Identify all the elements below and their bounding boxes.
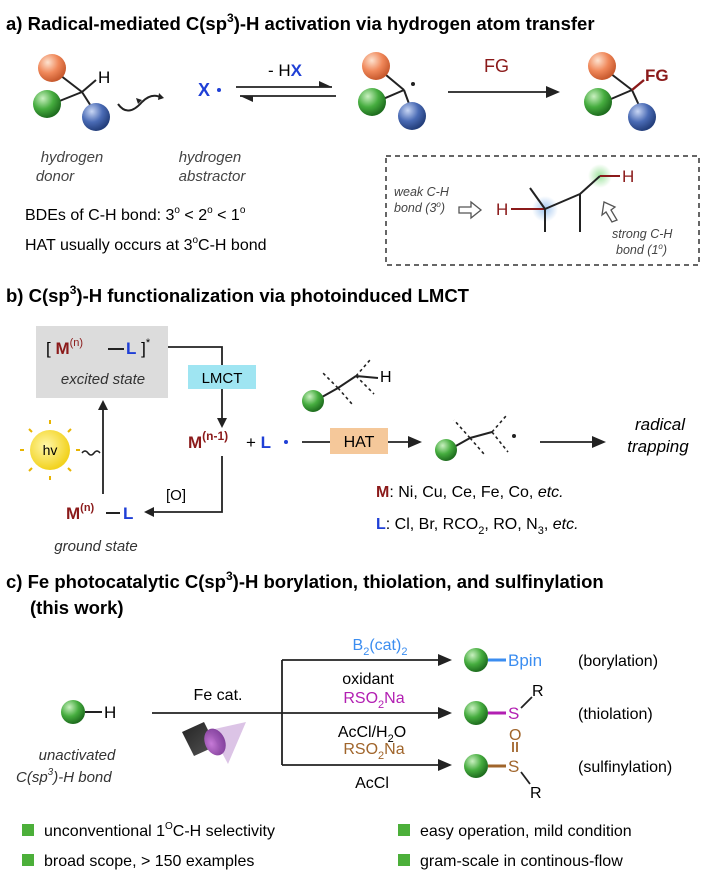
excited-complex: [ M(n) — [46, 337, 83, 358]
green-sphere-icon — [464, 754, 488, 778]
green-sphere-icon — [464, 701, 488, 725]
ligand-list: L: Cl, Br, RCO2, RO, N3, etc. — [376, 516, 579, 537]
bpin-label: Bpin — [508, 651, 542, 670]
section-a-title: a) Radical-mediated C(sp3)-H activation … — [6, 11, 595, 34]
ligand-radical: + L — [246, 433, 271, 452]
functionalized-product: FG — [584, 52, 669, 131]
boryl-reagent: B2(cat)2 — [353, 637, 408, 658]
sulf-condition: AcCl — [355, 775, 389, 792]
feature-item: broad scope, > 150 examples — [44, 853, 254, 870]
svg-text:L: L — [123, 504, 133, 523]
oxidation-path — [152, 456, 223, 513]
lmct-badge — [188, 365, 256, 389]
oxidant-label: [O] — [166, 487, 186, 504]
h-label-b: H — [380, 369, 392, 386]
equilibrium-arrows — [236, 81, 336, 102]
feature-item: gram-scale in continous-flow — [420, 853, 623, 870]
selectivity-box — [385, 155, 700, 266]
green-sphere-icon — [61, 700, 85, 724]
green-sphere-icon — [464, 648, 488, 672]
feature-item: easy operation, mild condition — [420, 823, 632, 840]
fg-product-label: FG — [645, 66, 669, 85]
wavy-line-icon — [81, 450, 101, 456]
sulf-s-label: S — [508, 757, 519, 776]
green-sphere-icon — [435, 439, 457, 461]
fg-arrow-label: FG — [484, 56, 509, 76]
feature-bullet-icon — [22, 854, 34, 866]
alkane-skeleton — [511, 164, 620, 232]
metal-list: M: Ni, Cu, Ce, Fe, Co, etc. — [376, 484, 564, 501]
feature-item: unconventional 1OC-H selectivity — [44, 821, 275, 840]
alkane-substrate: H — [302, 359, 392, 412]
radical-intermediate — [358, 52, 426, 130]
hydrogen-donor-molecule: H — [33, 54, 110, 131]
green-sphere-icon — [302, 390, 324, 412]
svg-text:L ]*: L ]* — [126, 337, 151, 358]
ground-state-label: ground state — [54, 538, 137, 555]
hat-badge — [330, 428, 388, 454]
flashlight-icon: hv — [182, 722, 252, 764]
hv-lamp-label: hv — [236, 747, 252, 763]
hat-label: HAT — [344, 434, 375, 451]
alkyl-radical — [435, 415, 516, 461]
ground-complex: M(n) — [66, 502, 95, 523]
orange-sphere-icon — [362, 52, 390, 80]
blue-sphere-icon — [398, 102, 426, 130]
x-radical: X — [198, 80, 210, 100]
feature-bullet-icon — [398, 854, 410, 866]
minus-hx-label: - HX — [268, 61, 303, 80]
hollow-up-arrow-icon — [601, 201, 618, 223]
orange-sphere-icon — [38, 54, 66, 82]
section-c-subtitle: (this work) — [30, 597, 124, 618]
hv-label: hv — [43, 442, 58, 458]
sulf-o-label: O — [509, 727, 521, 744]
sulf-reagent: RSO2Na — [343, 741, 404, 762]
h-right-label: H — [622, 167, 634, 186]
thio-s-label: S — [508, 704, 519, 723]
thio-r-label: R — [532, 683, 544, 700]
section-c-title: c) Fe photocatalytic C(sp3)-H borylation… — [6, 569, 604, 592]
reduced-metal: M(n-1) — [188, 429, 228, 452]
curved-arrow-icon — [117, 94, 163, 112]
h-label: H — [98, 68, 110, 87]
unactivated-substrate: H — [61, 700, 116, 724]
green-sphere-icon — [584, 88, 612, 116]
svg-text:H: H — [104, 703, 116, 722]
lmct-path — [168, 346, 223, 420]
thiolation-label: (thiolation) — [578, 706, 653, 723]
sulf-r-label: R — [530, 785, 542, 802]
borylation-label: (borylation) — [578, 653, 658, 670]
hat-text: HAT usually occurs at 3oC-H bond — [25, 235, 267, 254]
feature-bullet-icon — [398, 824, 410, 836]
excited-state-label: excited state — [61, 371, 145, 388]
hollow-arrow-icon — [458, 200, 483, 220]
sulfinylation-label: (sulfinylation) — [578, 759, 672, 776]
green-sphere-icon — [33, 90, 61, 118]
blue-sphere-icon — [628, 103, 656, 131]
feature-bullet-icon — [22, 824, 34, 836]
boryl-condition: oxidant — [342, 671, 394, 688]
section-b-title: b) C(sp3)-H functionalization via photoi… — [6, 283, 470, 306]
orange-sphere-icon — [588, 52, 616, 80]
sun-icon: hv — [20, 420, 80, 480]
excited-state-box — [36, 326, 168, 398]
bde-text: BDEs of C-H bond: 3o < 2o < 1o — [25, 205, 246, 224]
blue-sphere-icon — [82, 103, 110, 131]
lmct-label: LMCT — [202, 370, 243, 387]
green-sphere-icon — [358, 88, 386, 116]
thio-condition: AcCl/H2O — [338, 724, 406, 745]
thio-reagent: RSO2Na — [343, 690, 404, 711]
h-left-label: H — [496, 200, 508, 219]
fe-cat-label: Fe cat. — [194, 687, 243, 704]
radical-dot — [217, 88, 221, 92]
